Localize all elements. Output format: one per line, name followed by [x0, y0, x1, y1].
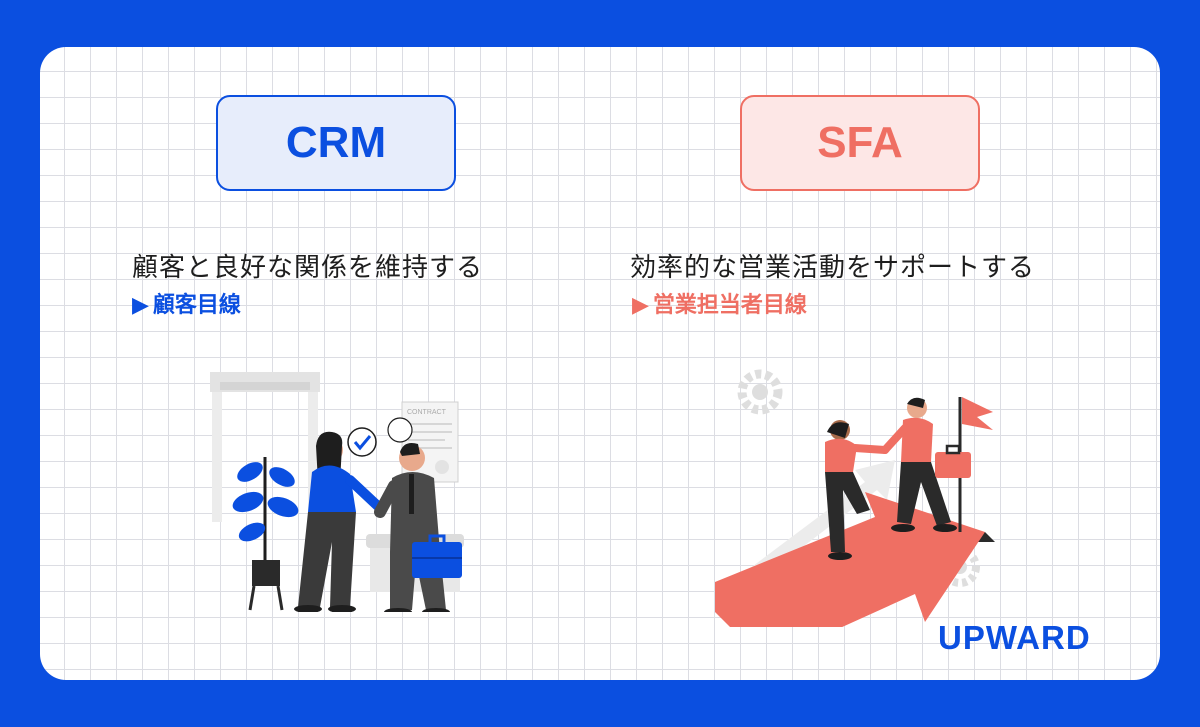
sfa-subheading-text: 営業担当者目線: [652, 293, 807, 318]
svg-text:CONTRACT: CONTRACT: [407, 409, 447, 416]
crm-headline: 顧客と良好な関係を維持する: [132, 253, 484, 283]
gear-icon: [737, 369, 783, 415]
upward-logo: UPWARD: [938, 619, 1091, 656]
woman-figure: [294, 431, 387, 612]
content-card: CRM SFA 顧客と良好な関係を維持する 効率的な営業活動をサポートする ▶顧…: [40, 47, 1160, 680]
crm-subheading: ▶顧客目線: [132, 287, 241, 319]
climbing-person-figure: [825, 420, 889, 560]
sfa-badge-label: SFA: [817, 118, 903, 167]
crm-subheading-text: 顧客目線: [152, 293, 241, 318]
triangle-marker-icon: ▶: [132, 293, 149, 318]
sfa-subheading: ▶営業担当者目線: [632, 287, 807, 319]
potted-plant-icon: [232, 457, 299, 611]
briefcase-icon: [412, 534, 462, 578]
sfa-headline: 効率的な営業活動をサポートする: [630, 253, 1036, 283]
crm-badge-label: CRM: [285, 118, 387, 167]
checkmark-bubble-icon: [347, 427, 377, 457]
helping-person-figure: [881, 397, 971, 532]
triangle-marker-icon: ▶: [632, 293, 649, 318]
man-figure: [374, 443, 462, 612]
handshake-illustration: CONTRACT: [210, 372, 464, 612]
crm-badge: CRM: [216, 95, 456, 191]
climbing-arrow-illustration: [715, 369, 995, 627]
sfa-badge: SFA: [740, 95, 980, 191]
briefcase-icon: [935, 444, 971, 478]
